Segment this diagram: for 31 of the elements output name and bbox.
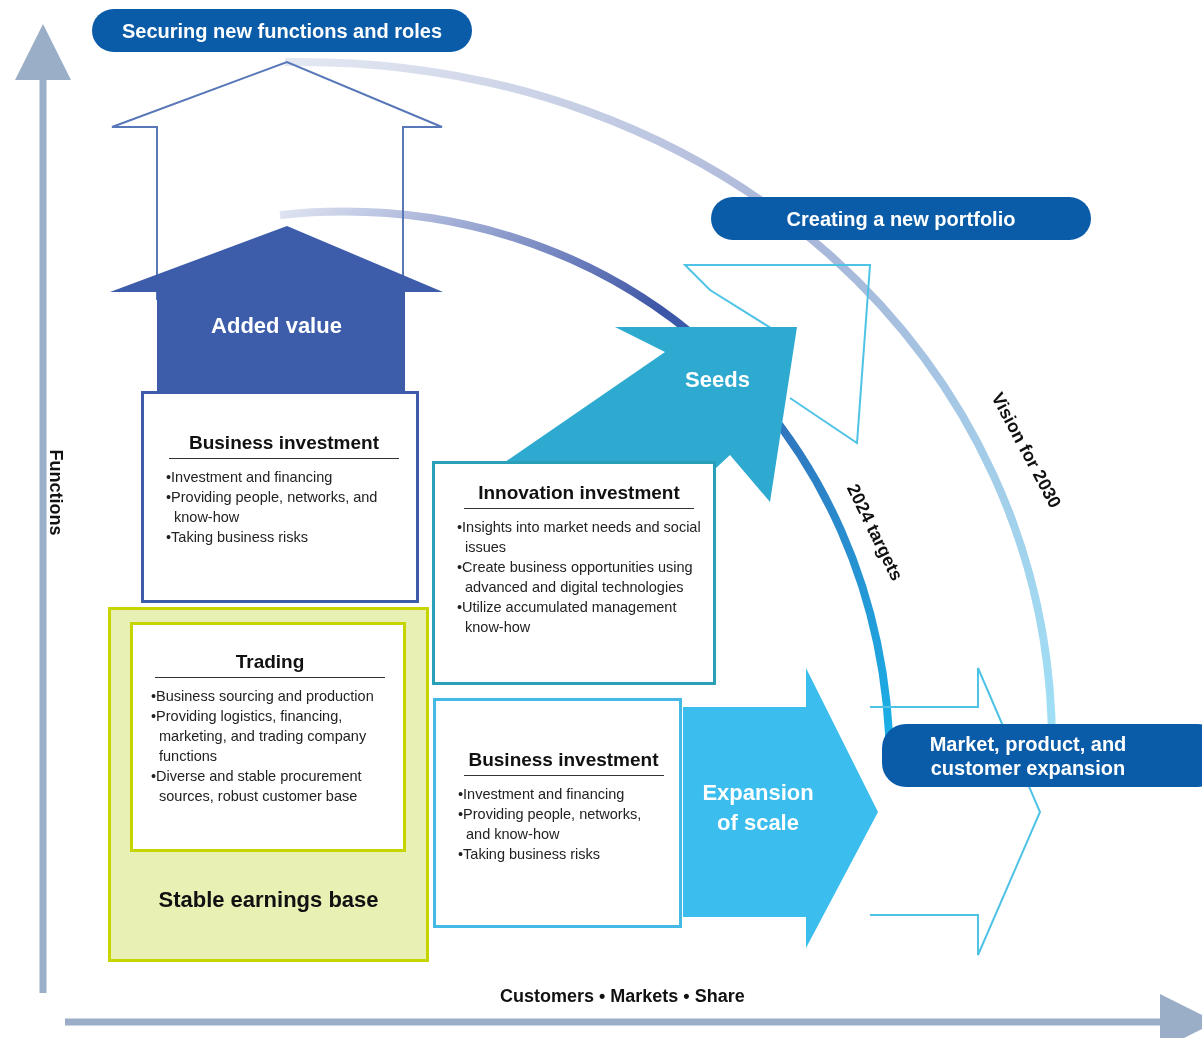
panel-title: Stable earnings base (157, 887, 380, 913)
bullet-text: •Investment and financing (458, 785, 626, 804)
text-card (141, 391, 419, 603)
bullet-text: •Diverse and stable procurement sources, robust customer base (151, 767, 363, 806)
text-card (433, 698, 682, 928)
bullet-text: •Providing people, networks, and know-how (458, 805, 643, 844)
text-card (432, 461, 716, 685)
arrow-label: Added value (210, 312, 343, 340)
axis-label: Customers • Markets • Share (500, 986, 745, 1007)
bullet-text: •Insights into market needs and social issues (457, 518, 701, 557)
bullet-text: •Investment and financing (166, 468, 334, 487)
banner-pill: Market, product, and customer expansion (882, 724, 1202, 787)
bullet-text: •Taking business risks (166, 528, 310, 547)
arrow-label: Seeds (684, 366, 751, 394)
card-heading: Business investment (169, 432, 399, 459)
arrow-label: Expansion of scale (701, 779, 815, 837)
card-heading: Trading (155, 651, 385, 678)
base-panel (108, 607, 429, 962)
bullet-text: •Taking business risks (458, 845, 602, 864)
banner-pill: Securing new functions and roles (92, 9, 472, 52)
bullet-text: •Providing people, networks, and know-how (166, 488, 379, 527)
bullet-text: •Providing logistics, financing, marketing, and trading company functions (151, 707, 368, 766)
text-card (130, 622, 406, 852)
card-heading: Business investment (463, 749, 664, 776)
axis-label: Functions (44, 449, 66, 536)
banner-pill: Creating a new portfolio (711, 197, 1091, 240)
bullet-text: •Utilize accumulated management know-how (457, 598, 678, 637)
bullet-text: •Business sourcing and production (151, 687, 375, 706)
bullet-text: •Create business opportunities using advanced and digital technologies (457, 558, 694, 597)
axis-label: Vision for 2030 (986, 389, 1066, 512)
card-heading: Innovation investment (464, 482, 694, 509)
